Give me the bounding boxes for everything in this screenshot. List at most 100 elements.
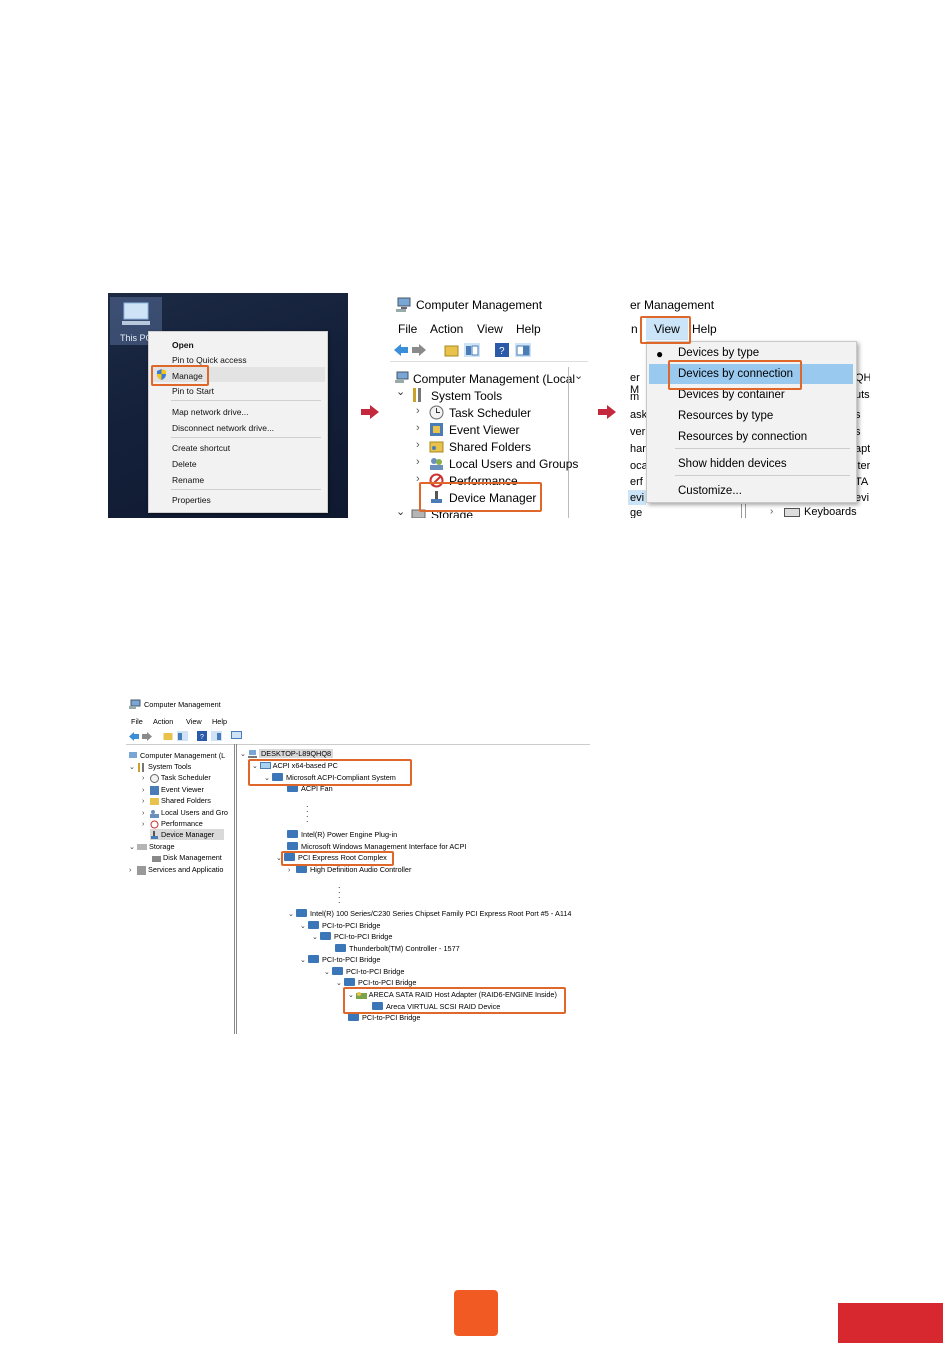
menu-action[interactable]: Action bbox=[153, 717, 174, 726]
chevron-down-icon[interactable]: ⌄ bbox=[288, 911, 294, 918]
menu-item-rename[interactable]: Rename bbox=[172, 475, 205, 485]
chevron-right-icon[interactable]: › bbox=[416, 405, 420, 417]
view-resources-by-connection[interactable]: Resources by connection bbox=[678, 431, 808, 443]
menu-item-manage[interactable]: Manage bbox=[172, 371, 203, 381]
chevron-right-icon[interactable]: › bbox=[416, 439, 420, 451]
device-pci-root-complex[interactable]: PCI Express Root Complex bbox=[298, 853, 387, 862]
menu-item-disconnect-network-drive[interactable]: Disconnect network drive... bbox=[172, 423, 275, 433]
monitor-icon[interactable] bbox=[231, 731, 242, 741]
menu-action-partial[interactable]: n bbox=[631, 322, 638, 336]
device-hd-audio[interactable]: High Definition Audio Controller bbox=[310, 865, 412, 874]
chevron-right-icon[interactable]: › bbox=[288, 867, 291, 874]
chevron-down-icon[interactable]: ⌄ bbox=[396, 386, 406, 398]
tree-storage[interactable]: Storage bbox=[431, 508, 474, 518]
menu-view[interactable]: View bbox=[186, 717, 202, 726]
menu-file[interactable]: File bbox=[131, 717, 143, 726]
device-pci-bridge[interactable]: PCI-to-PCI Bridge bbox=[362, 1013, 421, 1022]
tree-local-users-groups[interactable]: Local Users and Gro bbox=[161, 808, 228, 817]
device-areca-virtual-scsi[interactable]: Areca VIRTUAL SCSI RAID Device bbox=[386, 1002, 501, 1011]
chevron-right-icon[interactable]: › bbox=[142, 787, 145, 794]
chevron-down-icon[interactable]: ⌄ bbox=[300, 957, 306, 964]
view-devices-by-container[interactable]: Devices by container bbox=[678, 389, 785, 401]
menu-view[interactable]: View bbox=[654, 322, 680, 336]
tree-device-manager[interactable]: Device Manager bbox=[449, 491, 537, 505]
device-acpi-pc[interactable]: ACPI x64-based PC bbox=[272, 761, 338, 770]
help-icon[interactable]: ? bbox=[495, 343, 509, 357]
chevron-down-icon[interactable]: ⌄ bbox=[129, 844, 135, 851]
tree-system-tools[interactable]: System Tools bbox=[431, 389, 503, 403]
device-wmi-acpi[interactable]: Microsoft Windows Management Interface f… bbox=[301, 842, 467, 851]
menu-item-properties[interactable]: Properties bbox=[172, 495, 211, 505]
tree-local-users-groups[interactable]: Local Users and Groups bbox=[449, 457, 579, 471]
chevron-down-icon[interactable]: ⌄ bbox=[240, 751, 246, 758]
view-show-hidden-devices[interactable]: Show hidden devices bbox=[678, 458, 787, 470]
chevron-right-icon[interactable]: › bbox=[142, 775, 145, 782]
menu-help[interactable]: Help bbox=[692, 322, 717, 336]
view-customize[interactable]: Customize... bbox=[678, 485, 742, 497]
chevron-down-icon[interactable]: ⌄ bbox=[276, 855, 282, 862]
tree-shared-folders[interactable]: Shared Folders bbox=[161, 796, 211, 805]
this-pc-desktop-icon[interactable] bbox=[110, 297, 162, 345]
chevron-down-icon[interactable]: ⌄ bbox=[252, 763, 258, 770]
show-hide-tree-icon[interactable] bbox=[177, 731, 188, 741]
tree-services-applications[interactable]: Services and Applicatio bbox=[148, 865, 224, 874]
chevron-right-icon[interactable]: › bbox=[142, 821, 145, 828]
chevron-down-icon[interactable]: ⌄ bbox=[312, 934, 318, 941]
up-folder-icon[interactable] bbox=[444, 343, 459, 357]
show-hide-tree-icon[interactable] bbox=[464, 343, 480, 357]
forward-arrow-icon[interactable] bbox=[142, 732, 152, 741]
tree-disk-management[interactable]: Disk Management bbox=[163, 853, 222, 862]
device-pci-bridge[interactable]: PCI-to-PCI Bridge bbox=[322, 955, 381, 964]
help-icon[interactable]: ? bbox=[197, 731, 207, 741]
tree-root[interactable]: Computer Management (Local bbox=[413, 372, 576, 386]
tree-system-tools[interactable]: System Tools bbox=[148, 762, 192, 771]
chevron-down-icon[interactable]: ⌄ bbox=[324, 969, 330, 976]
chevron-right-icon[interactable]: › bbox=[142, 798, 145, 805]
tree-root[interactable]: Computer Management (L bbox=[140, 751, 226, 760]
chevron-down-icon[interactable]: ⌄ bbox=[574, 370, 584, 382]
chevron-right-icon[interactable]: › bbox=[416, 473, 420, 485]
menu-help[interactable]: Help bbox=[212, 717, 228, 726]
forward-arrow-icon[interactable] bbox=[412, 344, 426, 356]
device-power-engine[interactable]: Intel(R) Power Engine Plug-in bbox=[301, 830, 398, 839]
menu-file[interactable]: File bbox=[398, 322, 418, 336]
chevron-down-icon[interactable]: ⌄ bbox=[129, 764, 135, 771]
menu-help[interactable]: Help bbox=[516, 322, 541, 336]
tree-performance[interactable]: Performance bbox=[449, 474, 518, 488]
device-pci-bridge[interactable]: PCI-to-PCI Bridge bbox=[334, 932, 393, 941]
menu-action[interactable]: Action bbox=[430, 322, 464, 336]
device-root-port-5[interactable]: Intel(R) 100 Series/C230 Series Chipset … bbox=[310, 909, 572, 918]
view-resources-by-type[interactable]: Resources by type bbox=[678, 410, 774, 422]
tree-task-scheduler[interactable]: Task Scheduler bbox=[160, 773, 211, 782]
device-pci-bridge[interactable]: PCI-to-PCI Bridge bbox=[358, 978, 417, 987]
tree-shared-folders[interactable]: Shared Folders bbox=[449, 440, 532, 454]
chevron-down-icon[interactable]: ⌄ bbox=[336, 980, 342, 987]
back-arrow-icon[interactable] bbox=[129, 732, 139, 741]
tree-task-scheduler[interactable]: Task Scheduler bbox=[449, 406, 532, 420]
chevron-right-icon[interactable]: › bbox=[416, 422, 420, 434]
back-arrow-icon[interactable] bbox=[394, 344, 408, 356]
chevron-right-icon[interactable]: › bbox=[770, 506, 774, 517]
chevron-right-icon[interactable]: › bbox=[142, 810, 145, 817]
device-acpi-fan[interactable]: ACPI Fan bbox=[301, 784, 333, 793]
menu-item-delete[interactable]: Delete bbox=[172, 459, 197, 469]
chevron-right-icon[interactable]: › bbox=[416, 456, 420, 468]
tree-event-viewer[interactable]: Event Viewer bbox=[161, 785, 204, 794]
view-devices-by-type[interactable]: Devices by type bbox=[678, 347, 760, 359]
tree-storage[interactable]: Storage bbox=[149, 842, 175, 851]
tree-device-manager[interactable]: Device Manager bbox=[161, 830, 215, 839]
device-tree-root[interactable]: DESKTOP-L89QHQ8 bbox=[259, 749, 334, 758]
chevron-right-icon[interactable]: › bbox=[129, 867, 132, 874]
chevron-down-icon[interactable]: ⌄ bbox=[396, 506, 406, 518]
device-areca-adapter[interactable]: ARECA SATA RAID Host Adapter (RAID6-ENGI… bbox=[368, 990, 557, 999]
menu-view[interactable]: View bbox=[477, 322, 503, 336]
device-pci-bridge[interactable]: PCI-to-PCI Bridge bbox=[322, 921, 381, 930]
device-acpi-system[interactable]: Microsoft ACPI-Compliant System bbox=[286, 773, 396, 782]
menu-item-create-shortcut[interactable]: Create shortcut bbox=[172, 443, 231, 453]
menu-item-pin-quick-access[interactable]: Pin to Quick access bbox=[172, 355, 247, 365]
tree-performance[interactable]: Performance bbox=[161, 819, 203, 828]
menu-item-map-network-drive[interactable]: Map network drive... bbox=[172, 407, 249, 417]
menu-item-pin-start[interactable]: Pin to Start bbox=[172, 386, 215, 396]
tree-event-viewer[interactable]: Event Viewer bbox=[449, 423, 520, 437]
up-folder-icon[interactable] bbox=[163, 731, 173, 741]
